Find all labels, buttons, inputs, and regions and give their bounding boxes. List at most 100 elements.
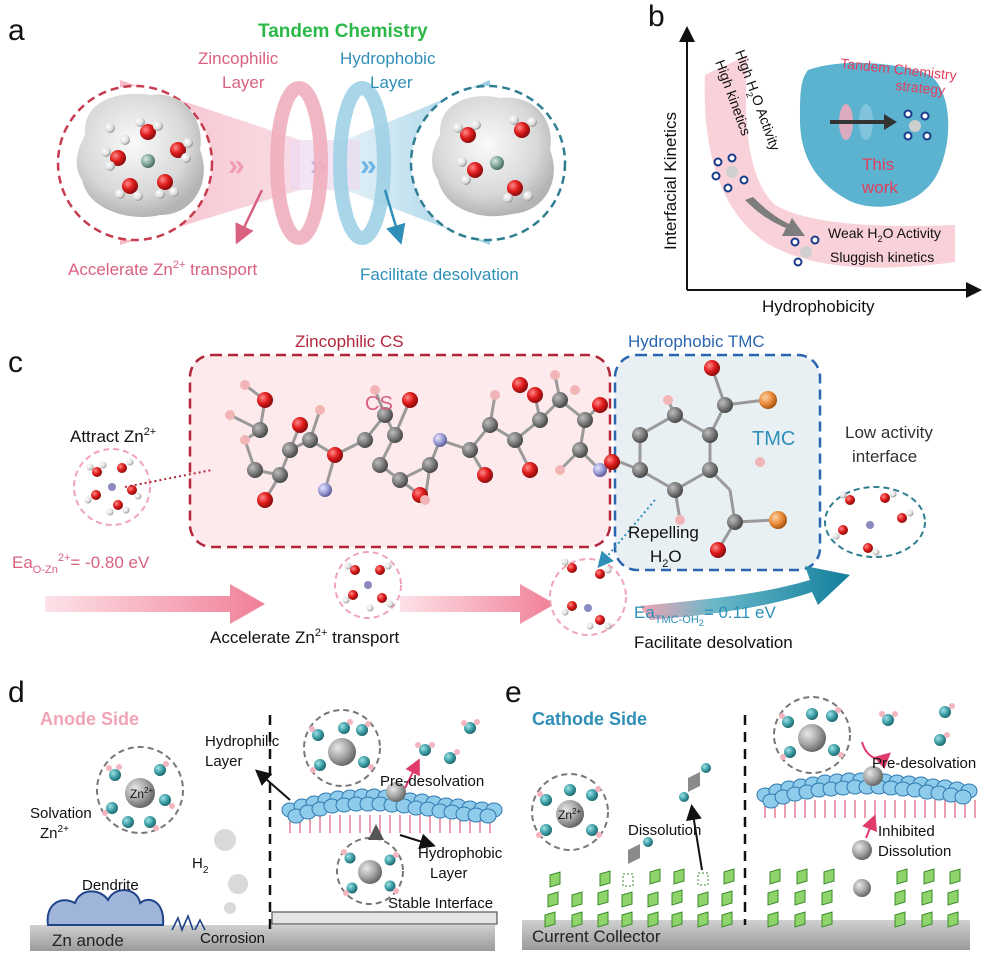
dissolution-arrow (686, 804, 703, 871)
zincophilic-layer-label-2: Layer (222, 73, 265, 92)
hydrophobic-ring-icon (333, 81, 391, 245)
free-water-d (415, 719, 480, 764)
panel-label-d: d (8, 676, 25, 709)
cathode-particles-right (767, 868, 961, 928)
hydrophilic-label-2: Layer (205, 753, 243, 770)
panel-label-b: b (648, 0, 665, 33)
panel-label-a: a (8, 14, 25, 47)
hydrophobic-pointer (399, 833, 436, 850)
dissolving-water-2 (701, 763, 711, 773)
solvation-label-2: Zn2+ (40, 824, 69, 842)
flow-arrow-2-icon (400, 584, 555, 624)
corrosion-label: Corrosion (200, 930, 265, 947)
repelling-label: Repelling (628, 523, 699, 542)
facilitate-desolvation-label: Facilitate desolvation (360, 265, 519, 284)
solvation-cluster-attract (73, 448, 151, 526)
vacancy-2 (697, 872, 709, 886)
vacancy-1 (622, 873, 634, 887)
low-activity-label-2: interface (852, 447, 917, 466)
cs-label: CS (365, 393, 393, 415)
x-axis-label: Hydrophobicity (762, 297, 875, 316)
accelerate-arrow (235, 189, 264, 245)
stable-interface-layer (271, 911, 498, 925)
ea-tmc-label: EaTMC-OH2= 0.11 eV (634, 603, 776, 628)
dissolving-particle-2 (688, 772, 700, 792)
y-axis-label: Interfacial Kinetics (661, 112, 680, 250)
zn-ion-label-d: Zn2+ (130, 786, 153, 801)
solvation-cluster-below-d (336, 837, 404, 905)
stable-interface-label: Stable Interface (388, 895, 493, 912)
this-work-label-1: This (862, 155, 894, 174)
svg-text:»: » (360, 149, 377, 182)
repel-dotted-line (597, 499, 656, 569)
zn-anode-label: Zn anode (52, 931, 124, 950)
zincophilic-ring-icon (270, 81, 328, 245)
panel-e: e Cathode Side Current Collector Dissolu… (505, 676, 978, 950)
panel-d: d Anode Side Zn2+ Solvation Zn2+ H2 Dend… (8, 676, 503, 951)
solvation-zn-cluster-e (531, 773, 609, 851)
dendrite-label: Dendrite (82, 877, 139, 894)
solvation-zn-cluster-d (96, 746, 184, 834)
solvation-cluster-high (711, 153, 749, 193)
solvation-cluster-middle (334, 551, 402, 619)
pre-desolvation-label-e: Pre-desolvation (872, 755, 976, 772)
low-activity-cluster (824, 486, 926, 558)
hydrophobic-layer-label-1: Hydrophobic (340, 49, 436, 68)
facilitate-arrow (383, 189, 406, 245)
dissolving-water-3 (679, 792, 689, 802)
pre-desolvation-label-d: Pre-desolvation (380, 773, 484, 790)
hydrophobic-label-1: Hydrophobic (418, 845, 503, 862)
low-activity-label-1: Low activity (845, 423, 933, 442)
flow-arrow-1-icon (45, 584, 265, 624)
inhibited-label-2: Dissolution (878, 843, 951, 860)
solvation-label-1: Solvation (30, 805, 92, 822)
tmc-label: TMC (752, 428, 795, 450)
zincophilic-layer-label-1: Zincophilic (198, 49, 279, 68)
solvation-cluster-above-d (303, 709, 381, 787)
inhibited-arrow (862, 814, 877, 839)
repelling-h2o-label: H2O (650, 547, 682, 570)
cs-molecule (225, 370, 621, 508)
this-work-blob (800, 62, 949, 207)
panel-label-e: e (505, 676, 522, 709)
membrane-layer-e (756, 772, 978, 818)
solvation-cluster-this-work (903, 109, 932, 141)
panel-label-c: c (8, 346, 23, 379)
cathode-side-title: Cathode Side (532, 709, 647, 729)
zincophilic-cs-label: Zincophilic CS (295, 332, 404, 351)
panel-c: c Zincophilic CS Hydrophobic TMC (8, 332, 933, 652)
weak-h2o-label: Weak H2O Activity (828, 225, 941, 244)
blocked-zn-lower-e (853, 879, 871, 897)
zn-ion-label-e: Zn2+ (558, 807, 581, 822)
hydrophobic-label-2: Layer (430, 865, 468, 882)
solvation-cluster-desolvating (549, 558, 627, 636)
svg-text:»: » (228, 149, 245, 182)
this-work-label-2: work (861, 178, 898, 197)
zn-anode-base (30, 925, 495, 951)
pre-desolvation-arrow-d (404, 758, 420, 789)
ea-ozn-label: EaO-Zn2+= -0.80 eV (12, 552, 150, 576)
free-water-e (879, 703, 955, 746)
cathode-particles-left (544, 868, 735, 928)
trend-arrow-icon (745, 197, 805, 236)
accelerate-transport-label: Accelerate Zn2+ transport (68, 259, 258, 279)
flow-arrow-3-icon (640, 566, 850, 620)
dissolving-water-1 (643, 837, 653, 847)
hydrophobic-layer-label-2: Layer (370, 73, 413, 92)
hydrophilic-label-1: Hydrophilic (205, 733, 280, 750)
this-work-rings-icon (830, 104, 897, 140)
facilitate-desolvation-c-label: Facilitate desolvation (634, 633, 793, 652)
sluggish-kinetics-label: Sluggish kinetics (830, 249, 934, 265)
zn-on-membrane-e (863, 766, 883, 786)
inhibited-label-1: Inhibited (878, 823, 935, 840)
h2-label: H2 (192, 855, 209, 876)
h2-bubbles (214, 829, 248, 914)
solvation-sphere-left (56, 84, 214, 242)
tandem-strategy-label-2: strategy (895, 77, 946, 98)
anode-side-title: Anode Side (40, 709, 139, 729)
attract-zn-label: Attract Zn2+ (70, 426, 156, 446)
hydrophilic-pointer (254, 769, 291, 801)
corrosion-icon (171, 913, 206, 933)
current-collector-label: Current Collector (532, 927, 661, 946)
pre-desolvation-arrow-e (861, 741, 891, 769)
